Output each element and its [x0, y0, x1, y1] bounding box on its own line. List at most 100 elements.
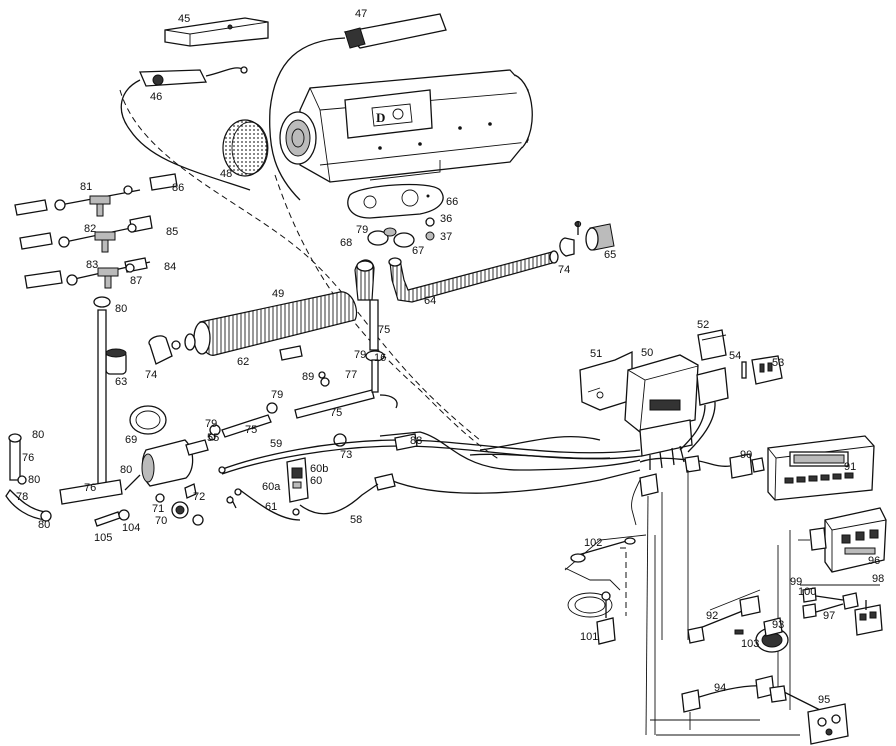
- label-59: 59: [270, 438, 282, 450]
- label-36: 36: [440, 213, 452, 225]
- label-65: 65: [604, 249, 616, 261]
- part-75-tube-vertical: [365, 299, 385, 362]
- part-46-sensor: [120, 66, 251, 191]
- timer-buttons: [784, 472, 854, 484]
- label-81: 81: [80, 181, 92, 193]
- part-94-95-remote: [681, 675, 849, 745]
- label-97: 97: [823, 610, 835, 622]
- label-74b: 74: [558, 264, 570, 276]
- label-75b: 75: [330, 407, 342, 419]
- label-60: 60: [310, 475, 322, 487]
- label-100: 100: [798, 586, 816, 598]
- label-99: 99: [790, 576, 802, 588]
- label-60a: 60a: [262, 481, 281, 493]
- part-51-bracket: [579, 350, 633, 411]
- label-60b: 60b: [310, 463, 328, 475]
- svg-text:D: D: [376, 110, 385, 125]
- label-86: 86: [172, 182, 184, 194]
- fuel-tubes-81-87: [14, 173, 178, 289]
- label-87: 87: [130, 275, 142, 287]
- part-98-switch: [854, 600, 883, 636]
- part-55-69-dosing-pump: [124, 405, 216, 491]
- label-103: 103: [741, 638, 759, 650]
- label-83: 83: [86, 259, 98, 271]
- boundary-curve-right: [274, 174, 501, 461]
- callout-labels: 45 46 47 48 49 50 51 52 53 54 55 58 59 6…: [16, 8, 884, 706]
- label-84: 84: [164, 261, 176, 273]
- part-90-91-timer: [639, 435, 875, 501]
- label-82: 82: [84, 223, 96, 235]
- label-79c: 79: [271, 389, 283, 401]
- label-67: 67: [412, 245, 424, 257]
- label-105: 105: [94, 532, 112, 544]
- label-72: 72: [193, 491, 205, 503]
- label-50: 50: [641, 347, 653, 359]
- heater-unit: D: [279, 69, 533, 183]
- small-fittings-70-72: [155, 483, 204, 526]
- label-53: 53: [772, 357, 784, 369]
- label-51: 51: [590, 348, 602, 360]
- label-52: 52: [697, 319, 709, 331]
- label-80e: 80: [120, 464, 132, 476]
- label-79a: 79: [356, 224, 368, 236]
- part-75-tubes-middle: [209, 359, 398, 438]
- left-fittings-76-78: [5, 433, 52, 522]
- part-68-67-clamps: [367, 227, 415, 248]
- label-78: 78: [16, 491, 28, 503]
- part-63-74-clamp: [105, 335, 181, 375]
- label-46: 46: [150, 91, 162, 103]
- part-66-gasket: [347, 183, 444, 219]
- part-104-105-screw: [94, 509, 130, 527]
- part-96-switch-panel: [777, 507, 887, 710]
- label-102: 102: [584, 537, 602, 549]
- label-76a: 76: [22, 452, 34, 464]
- label-79b: 79: [354, 349, 366, 361]
- part-89-77-screws: [318, 221, 580, 379]
- label-85: 85: [166, 226, 178, 238]
- label-58: 58: [350, 514, 362, 526]
- label-91: 91: [844, 461, 856, 473]
- label-80c: 80: [28, 474, 40, 486]
- part-45-bracket: [164, 17, 269, 47]
- label-80b: 80: [32, 429, 44, 441]
- part-47-connector: [269, 13, 447, 201]
- label-71: 71: [152, 503, 164, 515]
- label-62: 62: [237, 356, 249, 368]
- label-55: 55: [207, 432, 219, 444]
- label-80a: 80: [115, 303, 127, 315]
- label-76b: 76: [84, 482, 96, 494]
- part-52-relay: [697, 329, 727, 361]
- label-75c: 75: [245, 424, 257, 436]
- label-94: 94: [714, 682, 726, 694]
- label-64: 64: [424, 295, 436, 307]
- label-47: 47: [355, 8, 367, 20]
- label-88: 88: [410, 435, 422, 447]
- label-89: 89: [302, 371, 314, 383]
- label-74a: 74: [145, 369, 157, 381]
- label-37: 37: [440, 231, 452, 243]
- part-101-102-sensor: [567, 537, 636, 645]
- wiring-harness-58-59: [218, 431, 643, 521]
- label-49: 49: [272, 288, 284, 300]
- label-61: 61: [265, 501, 277, 513]
- part-92-93-key-switch: [687, 589, 789, 653]
- label-104: 104: [122, 522, 140, 534]
- label-90: 90: [740, 449, 752, 461]
- label-73: 73: [340, 449, 352, 461]
- label-54: 54: [729, 350, 741, 362]
- part-36-37-nuts: [425, 217, 435, 241]
- fuel-line-76-vertical: [59, 296, 123, 505]
- part-97-100-connectors: [800, 584, 880, 619]
- t-piece-83: [97, 267, 119, 289]
- part-48-mesh-cover: [222, 119, 269, 177]
- boundary-curve-left: [119, 89, 481, 441]
- label-98: 98: [872, 573, 884, 585]
- label-69: 69: [125, 434, 137, 446]
- label-63: 63: [115, 376, 127, 388]
- label-95: 95: [818, 694, 830, 706]
- option-wiring-lines: [564, 470, 800, 736]
- label-48: 48: [220, 168, 232, 180]
- label-101: 101: [580, 631, 598, 643]
- label-45: 45: [178, 13, 190, 25]
